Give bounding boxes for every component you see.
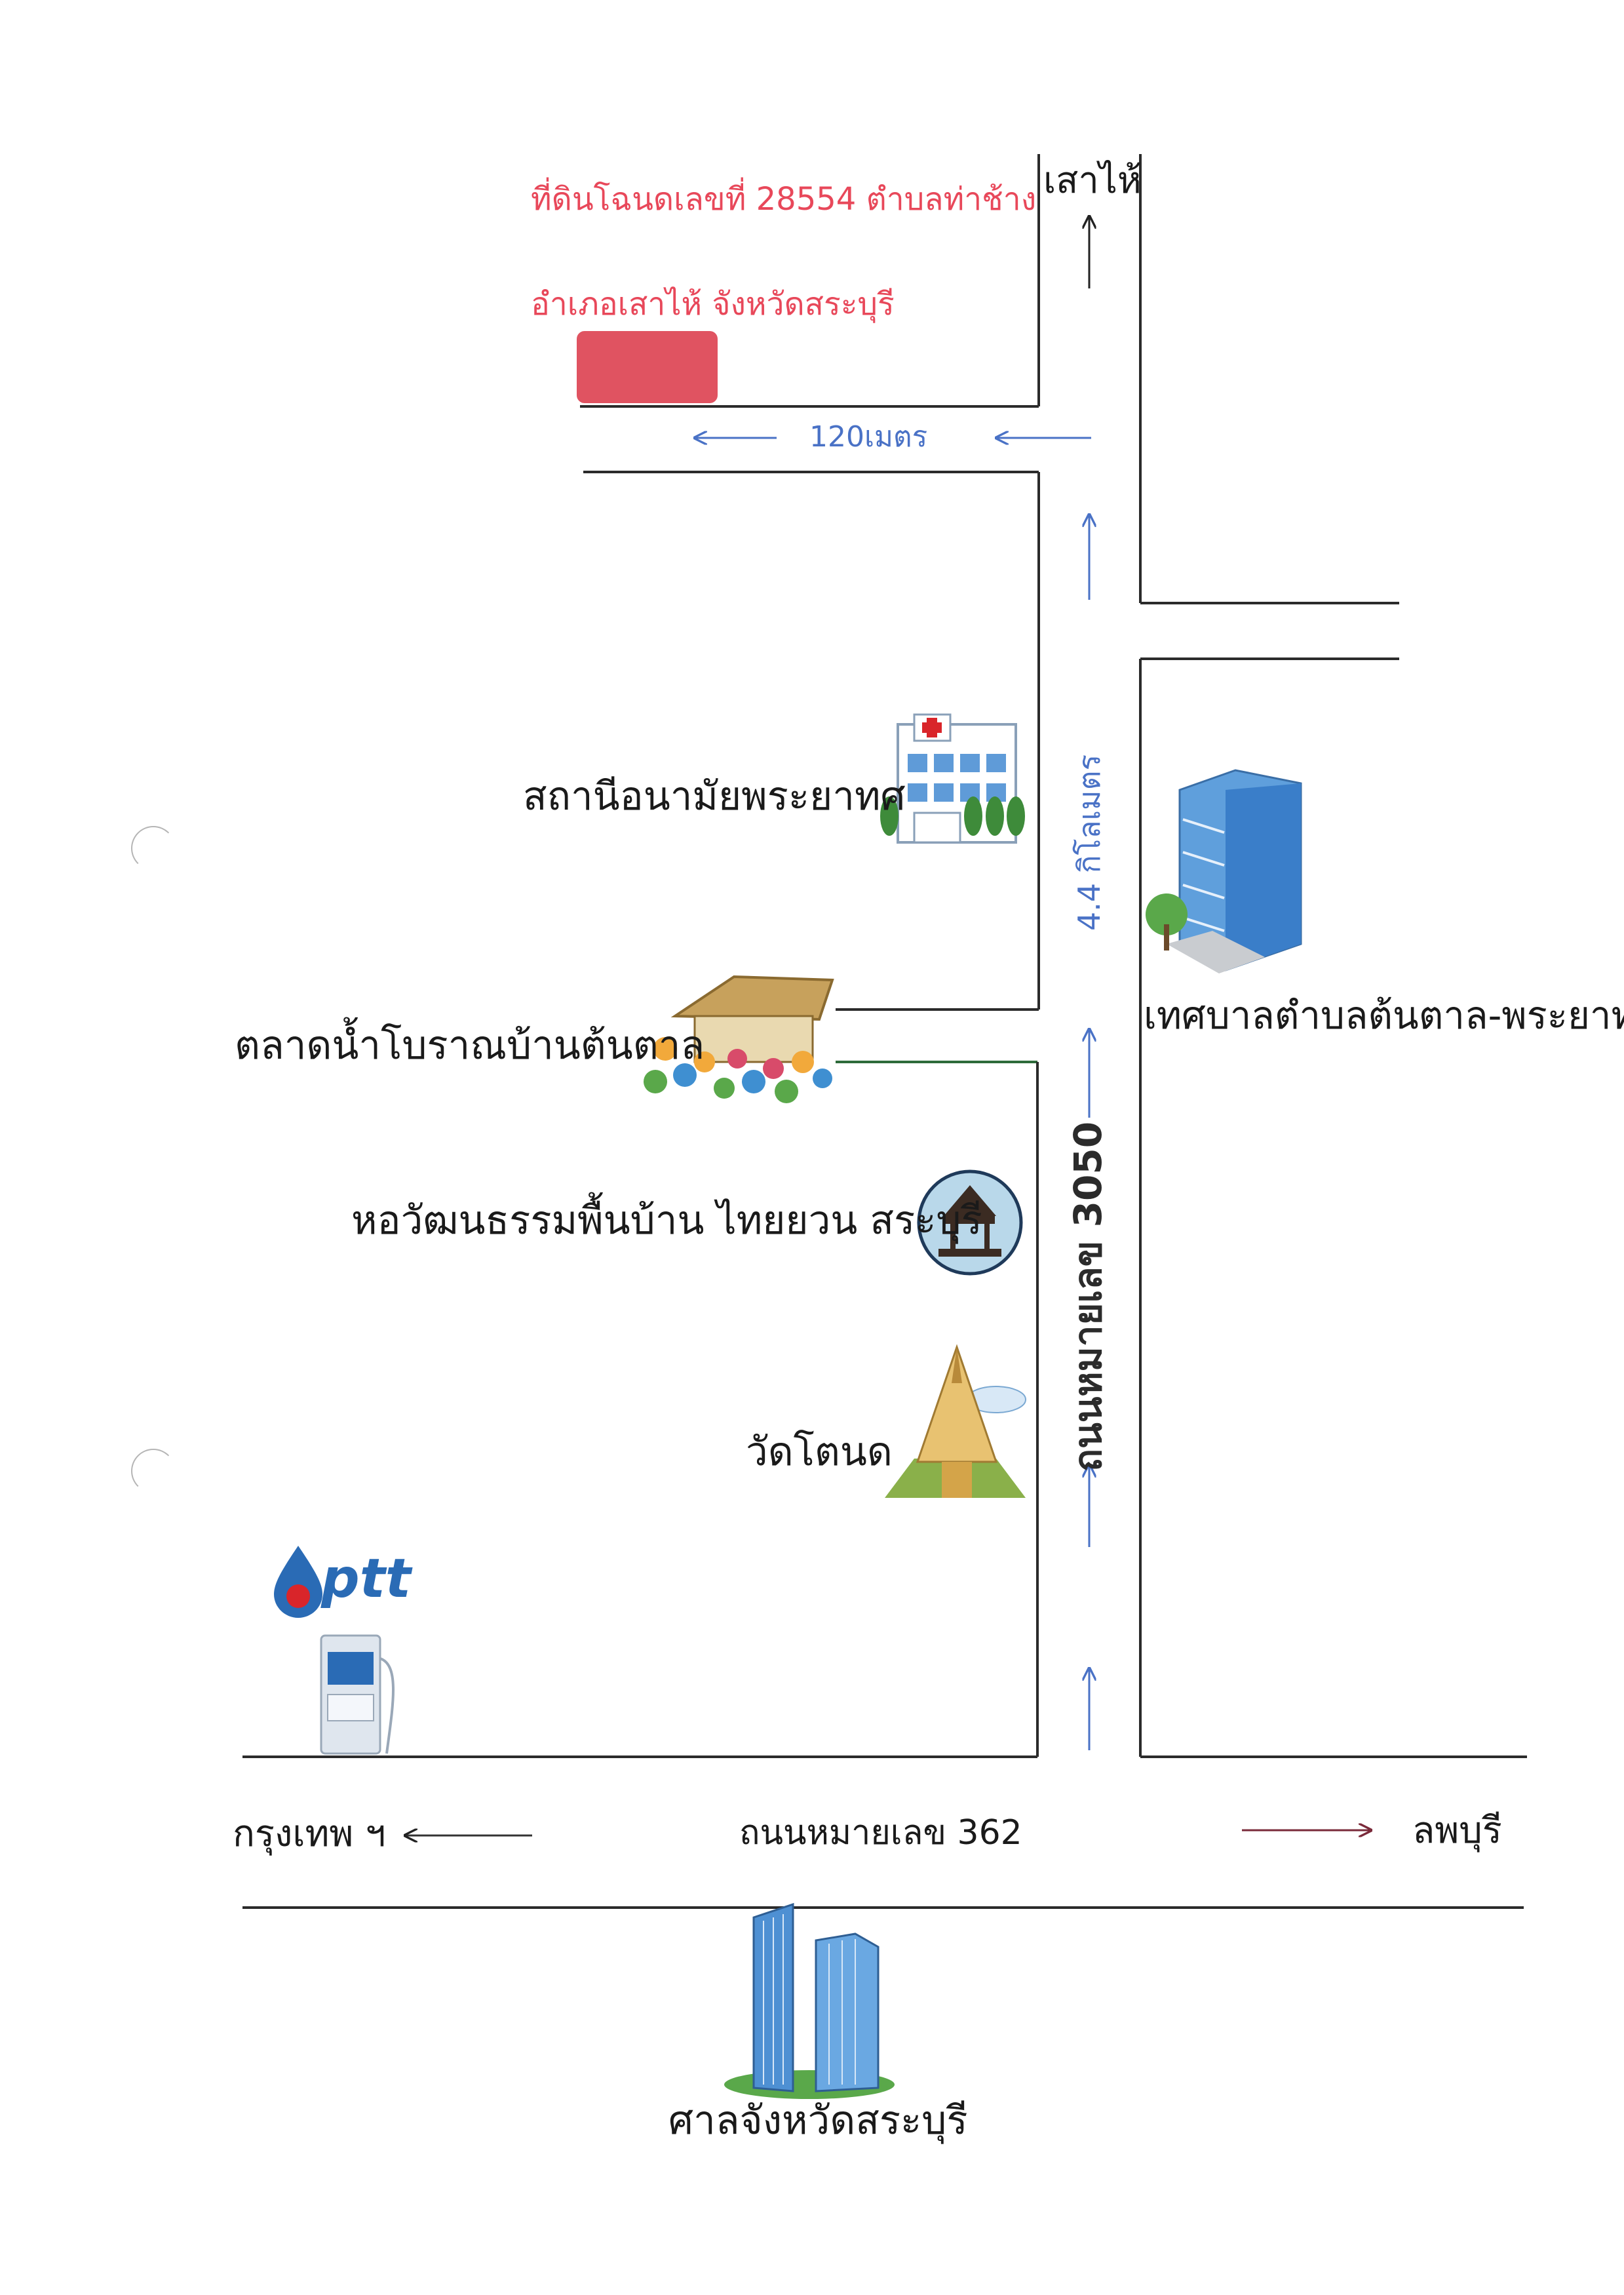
- culture-hall-label: หอวัฒนธรรมพื้นบ้าน ไทยยวน สระบุรี: [351, 1198, 982, 1244]
- ptt-drop-icon: [274, 1546, 322, 1618]
- main-distance-label: 4.4 กิโลเมตร: [1072, 755, 1107, 931]
- route-arrows: [695, 438, 1091, 1750]
- parcel-title-line2: อำเภอเสาไห้ จังหวัดสระบุรี: [531, 286, 895, 323]
- floating-market-label: ตลาดน้ำโบราณบ้านต้นตาล: [235, 1023, 705, 1069]
- punch-hole-top: [131, 826, 176, 871]
- fuel-pump-icon: [320, 1634, 395, 1755]
- parcel-marker: [577, 331, 718, 403]
- health-station-label: สถานีอนามัยพระยาทศ: [523, 774, 906, 819]
- court-label: ศาลจังหวัดสระบุรี: [668, 2098, 968, 2144]
- twin-towers-icon: [724, 1902, 895, 2099]
- parcel-title-line1: ที่ดินโฉนดเลขที่ 28554 ตำบลท่าช้าง: [531, 181, 1037, 218]
- west-destination-label: กรุงเทพ ฯ: [233, 1813, 386, 1855]
- hospital-icon: [880, 713, 1025, 844]
- municipality-label: เทศบาลตำบลต้นตาล-พระยาทด: [1144, 993, 1624, 1038]
- north-destination-label: เสาไห้: [1043, 159, 1142, 202]
- road-network: [242, 154, 1527, 1909]
- temple-label: วัดโตนด: [746, 1429, 893, 1475]
- pavilion-icon: [917, 1169, 1023, 1276]
- office-building-icon: [1146, 769, 1302, 973]
- market-icon: [644, 975, 834, 1103]
- main-road-label: ถนนหมายเลข 3050: [1066, 1122, 1110, 1472]
- east-destination-label: ลพบุรี: [1412, 1809, 1502, 1852]
- side-road-distance-label: 120เมตร: [809, 420, 928, 454]
- stupa-icon: [885, 1344, 1026, 1498]
- ptt-brand-label: ptt: [321, 1548, 412, 1610]
- punch-hole-bottom: [131, 1449, 176, 1493]
- highway-label: ถนนหมายเลข 362: [739, 1813, 1022, 1853]
